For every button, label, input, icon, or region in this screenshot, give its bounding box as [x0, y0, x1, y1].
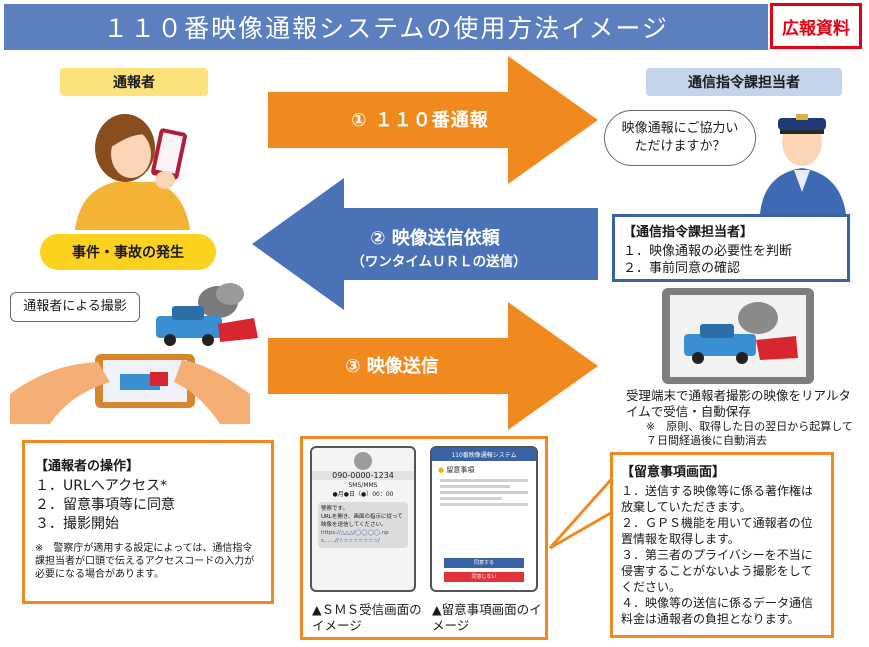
step-2-sublabel: （ワンタイムＵＲＬの送信）: [351, 254, 527, 270]
notice-item: ４．映像等の送信に係るデータ通信料金は通報者の負担となります。: [621, 596, 814, 626]
receiving-terminal-illustration: [662, 288, 814, 384]
notice-item: １．送信する映像等に係る著作権は放棄していただきます。: [621, 484, 814, 514]
sms-date: ●月●日（●）00：00: [332, 491, 394, 498]
reporter-bubble-text: 通報者による撮影: [23, 299, 127, 314]
notice-caption: ▲留意事項画面のイメージ: [432, 602, 542, 633]
sms-message-line: 警察です。: [321, 506, 348, 512]
notice-title: ● 留意事項: [438, 465, 530, 475]
sms-caption: ▲ＳＭＳ受信画面のイメージ: [312, 602, 422, 633]
press-release-badge: 広報資料: [770, 3, 862, 49]
notice-item: ３．第三者のプライバシーを不当に侵害することがないよう撮影をしてください。: [621, 548, 813, 594]
sms-screen-mockup: 090-0000-1234 SMS/MMS ●月●日（●）00：00 警察です。…: [310, 446, 416, 592]
disagree-button[interactable]: 同意しない: [444, 572, 524, 582]
reporter-speech-bubble: 通報者による撮影: [10, 292, 140, 322]
contact-avatar: [354, 452, 372, 470]
officer-bubble-text: 映像通報にご協力いただけますか？: [621, 121, 739, 154]
reporter-step-item: ３．撮影開始: [35, 516, 119, 532]
officer-illustration: [760, 114, 846, 214]
reporter-box-note: ※ 警察庁が適用する設定によっては、通信指令課担当者が口頭で伝えるアクセスコード…: [35, 543, 255, 580]
sms-link[interactable]: https://△△△/◯◯◯◯.nps……//☆☆☆☆☆☆☆☆/: [321, 530, 389, 544]
officer-box-title: 【通信指令課担当者】: [623, 225, 754, 240]
terminal-caption: 受理端末で通報者撮影の映像をリアルタイムで受信・自動保存: [626, 388, 851, 419]
agree-button[interactable]: 同意する: [444, 558, 524, 568]
notice-app-header: 110番映像通報システム: [432, 448, 536, 461]
reporter-label: 通報者: [60, 68, 208, 96]
reporter-step-item: １．URLへアクセス*: [35, 478, 168, 494]
notice-items-box: 【留意事項画面】 １．送信する映像等に係る著作権は放棄していただきます。 ２．Ｇ…: [610, 452, 834, 638]
hands-phone-illustration: [10, 354, 250, 424]
notice-item: ２．ＧＰＳ機能を用いて通報者の位置情報を取得します。: [621, 516, 813, 546]
page-title: １１０番映像通報システムの使用方法イメージ: [4, 4, 768, 50]
sms-type: SMS/MMS: [348, 482, 378, 489]
incident-label: 事件・事故の発生: [40, 234, 216, 270]
step-1-label: ① １１０番通報: [351, 110, 489, 131]
notice-screen-mockup: 110番映像通報システム ● 留意事項 同意する 同意しない: [430, 446, 538, 592]
step-2-label: ② 映像送信依頼: [370, 228, 500, 249]
notice-text-lines: [440, 479, 528, 506]
reporter-step-item: ２．留意事項等に同意: [35, 497, 175, 513]
notice-box-title: 【留意事項画面】: [621, 465, 726, 480]
sms-phone-number: 090-0000-1234: [312, 471, 414, 480]
reporter-box-title: 【通報者の操作】: [35, 459, 140, 474]
notice-callout-pointer: [548, 473, 618, 550]
officer-speech-bubble: 映像通報にご協力いただけますか？: [604, 110, 756, 166]
arrow-step-2: [252, 178, 598, 310]
step-3-label: ③ 映像送信: [345, 356, 439, 377]
accident-illustration: [156, 283, 258, 346]
notice-dot-icon: ●: [438, 466, 445, 474]
officer-task-item: ２．事前同意の確認: [623, 261, 741, 276]
notice-title-text: 留意事項: [446, 466, 475, 474]
sms-message-line: URLを開き、画面の指示に従って映像を送信してください。: [321, 514, 403, 528]
officer-tasks-box: 【通信指令課担当者】 １．映像通報の必要性を判断 ２．事前同意の確認: [612, 214, 850, 282]
arrow-step-1: [268, 56, 598, 184]
officer-task-item: １．映像通報の必要性を判断: [623, 244, 793, 259]
arrow-step-3: [268, 302, 598, 430]
sms-message: 警察です。 URLを開き、画面の指示に従って映像を送信してください。 https…: [318, 502, 408, 548]
reporter-operations-box: 【通報者の操作】 １．URLへアクセス* ２．留意事項等に同意 ３．撮影開始 ※…: [22, 440, 274, 604]
officer-label: 通信指令課担当者: [646, 68, 842, 96]
terminal-note: ※ 原則、取得した日の翌日から起算して７日間経過後に自動消去: [646, 420, 853, 447]
reporter-woman-illustration: [75, 114, 190, 230]
